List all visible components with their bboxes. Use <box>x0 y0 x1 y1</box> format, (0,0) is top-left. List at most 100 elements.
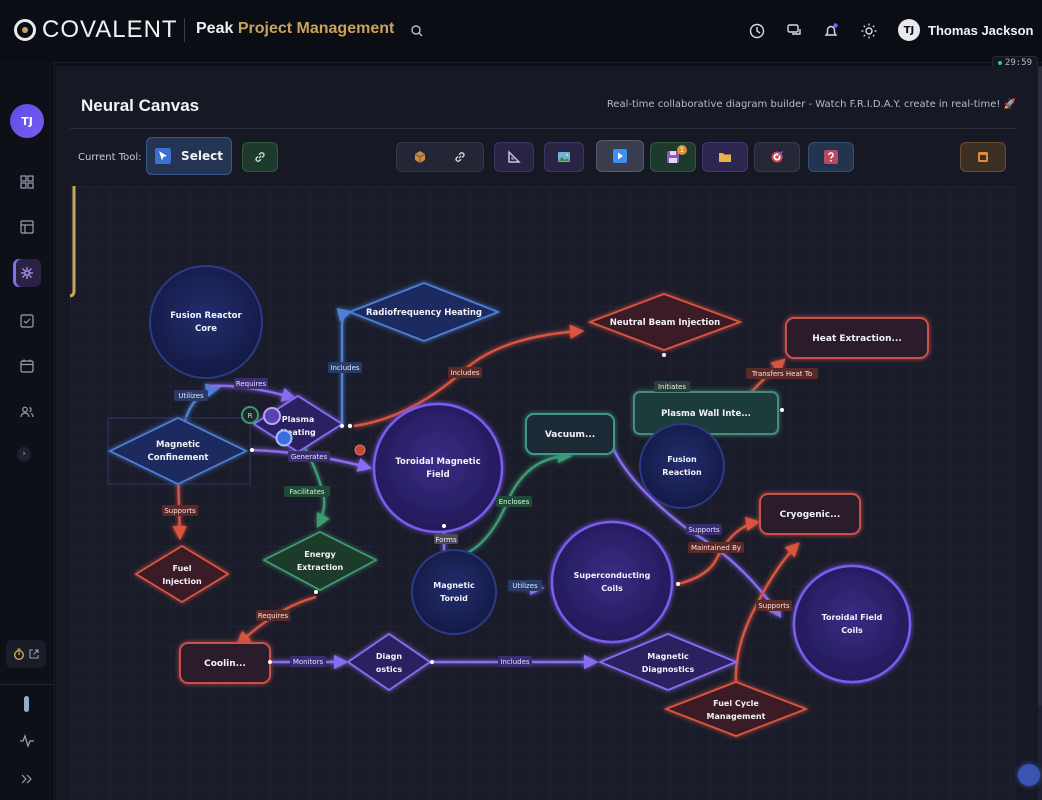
sidebar-item-neural-canvas[interactable] <box>13 259 41 287</box>
sidebar-item-dashboard[interactable] <box>13 168 41 196</box>
open-folder-button[interactable] <box>702 142 748 172</box>
edge-label-text: Requires <box>236 380 267 388</box>
node-superconducting-coils[interactable]: Superconducting Coils <box>550 520 674 644</box>
theme-toggle-icon[interactable] <box>860 22 878 40</box>
diagram-canvas[interactable]: Fusion Reactor Core Radiofrequency Heati… <box>70 186 1016 800</box>
page-scrollbar[interactable] <box>1038 66 1042 800</box>
edge-label-supports-2[interactable]: Supports <box>686 524 722 535</box>
sidebar-avatar[interactable]: TJ <box>10 104 44 138</box>
edge-label-transfers-heat[interactable]: Transfers Heat To <box>746 368 818 379</box>
timer-value: 29:59 <box>1004 58 1032 68</box>
edge-label-initiates[interactable]: Initiates <box>654 381 690 392</box>
edge-supports-3[interactable] <box>734 542 800 687</box>
chain-link-icon[interactable] <box>453 150 467 164</box>
sidebar-item-team[interactable] <box>13 398 41 426</box>
collaborator-avatar-green[interactable]: R <box>241 406 259 424</box>
select-tool-button[interactable]: Select <box>146 137 232 175</box>
edge-label-generates[interactable]: Generates <box>288 451 330 462</box>
node-cooling[interactable]: Coolin... <box>179 642 271 684</box>
edge-label-facilitates[interactable]: Facilitates <box>284 486 330 497</box>
node-plasma-wall-interaction[interactable]: Plasma Wall Inte... <box>633 391 779 435</box>
edge-label-supports-3[interactable]: Supports <box>756 600 792 611</box>
diagram-svg[interactable]: Fusion Reactor Core Radiofrequency Heati… <box>70 186 1016 800</box>
app-title: Peak Project Management <box>196 20 394 38</box>
collaborator-initial: R <box>248 412 253 420</box>
node-label: Toroid <box>440 594 468 603</box>
floating-assistant-button[interactable] <box>1018 764 1040 786</box>
page-subtitle: Real-time collaborative diagram builder … <box>606 99 1016 110</box>
present-button[interactable] <box>596 140 644 172</box>
connection-port[interactable] <box>347 423 353 429</box>
ruler-tool-button[interactable] <box>494 142 534 172</box>
scrollbar-thumb[interactable] <box>1038 66 1042 706</box>
page-title: Neural Canvas <box>81 96 200 115</box>
neural-canvas-icon <box>21 267 33 279</box>
edge-label-encloses[interactable]: Encloses <box>496 496 532 507</box>
search-icon[interactable] <box>410 24 424 38</box>
activity-icon[interactable] <box>19 734 35 748</box>
edge-label-utilizes-2[interactable]: Utilizes <box>508 580 542 591</box>
edge-label-text: Forms <box>435 536 457 544</box>
brand-logo[interactable]: COVALENT <box>14 16 178 44</box>
question-mark-icon <box>824 150 838 164</box>
edge-label-supports-1[interactable]: Supports <box>162 505 198 516</box>
node-diagnostics[interactable]: Diagn ostics <box>346 632 432 692</box>
node-fuel-injection[interactable]: Fuel Injection <box>134 544 230 604</box>
chat-icon[interactable] <box>786 22 804 40</box>
node-label: Energy <box>304 550 336 559</box>
node-toroidal-magnetic-field[interactable]: Toroidal Magnetic Field <box>372 402 504 534</box>
tool-toolbar: Current Tool: Select 1 <box>70 132 1016 184</box>
sidebar-expand-button[interactable]: › <box>17 447 31 461</box>
node-plasma-heating[interactable]: Plasma Heating <box>252 394 344 454</box>
image-tool-button[interactable] <box>544 142 584 172</box>
user-menu[interactable]: TJ Thomas Jackson <box>898 19 1034 41</box>
notification-bell-icon[interactable] <box>822 22 840 40</box>
edge-label-includes-2[interactable]: Includes <box>448 367 482 378</box>
edge-label-forms[interactable]: Forms <box>434 534 458 544</box>
help-button[interactable] <box>808 142 854 172</box>
node-energy-extraction[interactable]: Energy Extraction <box>262 530 378 592</box>
status-dot <box>997 60 1002 65</box>
save-button[interactable]: 1 <box>650 142 696 172</box>
user-name: Thomas Jackson <box>928 22 1034 38</box>
sidebar-item-tasks[interactable] <box>13 307 41 335</box>
edge-label-includes-1[interactable]: Includes <box>328 362 362 373</box>
edge-label-requires-2[interactable]: Requires <box>256 610 290 621</box>
node-fuel-cycle-management[interactable]: Fuel Cycle Management <box>663 681 809 737</box>
collaborator-avatar-purple[interactable] <box>263 407 281 425</box>
history-icon[interactable] <box>748 22 766 40</box>
edge-label-text: Includes <box>450 369 479 377</box>
sidebar-divider <box>0 684 54 685</box>
sidebar-timer-button[interactable] <box>6 640 46 668</box>
node-magnetic-confinement[interactable]: Magnetic Confinement <box>107 416 251 486</box>
node-fusion-reactor-core[interactable]: Fusion Reactor Core <box>149 265 263 379</box>
edge-label-requires-1[interactable]: Requires <box>234 378 268 389</box>
node-magnetic-diagnostics[interactable]: Magnetic Diagnostics <box>597 633 739 691</box>
link-icon <box>255 152 265 162</box>
node-magnetic-toroid[interactable]: Magnetic Toroid <box>411 549 497 635</box>
node-radiofrequency-heating[interactable]: Radiofrequency Heating <box>347 282 501 342</box>
edge-maintained-by[interactable] <box>677 516 761 586</box>
collaborator-cursor-blue[interactable] <box>275 429 293 447</box>
edge-label-maintained-by[interactable]: Maintained By <box>688 542 744 553</box>
node-cryogenic[interactable]: Cryogenic... <box>759 493 861 535</box>
sidebar-item-calendar[interactable] <box>13 352 41 380</box>
edge-label-includes-3[interactable]: Includes <box>498 656 532 667</box>
double-chevron-right-icon[interactable] <box>21 774 33 784</box>
connect-tool-button[interactable] <box>242 142 278 172</box>
connection-ports <box>250 353 784 664</box>
panel-toggle-button[interactable] <box>960 142 1006 172</box>
edge-label-utilizes-1[interactable]: Utilizes <box>174 390 208 401</box>
node-neutral-beam-injection[interactable]: Neutral Beam Injection <box>587 293 743 351</box>
external-link-icon <box>29 649 39 659</box>
node-fusion-reaction[interactable]: Fusion Reaction <box>639 423 725 509</box>
node-toroidal-field-coils[interactable]: Toroidal Field Coils <box>792 564 912 684</box>
sidebar-item-layout[interactable] <box>13 213 41 241</box>
node-vacuum[interactable]: Vacuum... <box>525 413 615 455</box>
target-tool-button[interactable] <box>754 142 800 172</box>
cube-icon[interactable] <box>413 150 427 164</box>
edge-includes-1[interactable] <box>336 307 353 426</box>
connection-handle-red[interactable] <box>354 444 366 456</box>
edge-label-monitors[interactable]: Monitors <box>290 656 326 667</box>
node-heat-extraction[interactable]: Heat Extraction... <box>785 317 929 359</box>
